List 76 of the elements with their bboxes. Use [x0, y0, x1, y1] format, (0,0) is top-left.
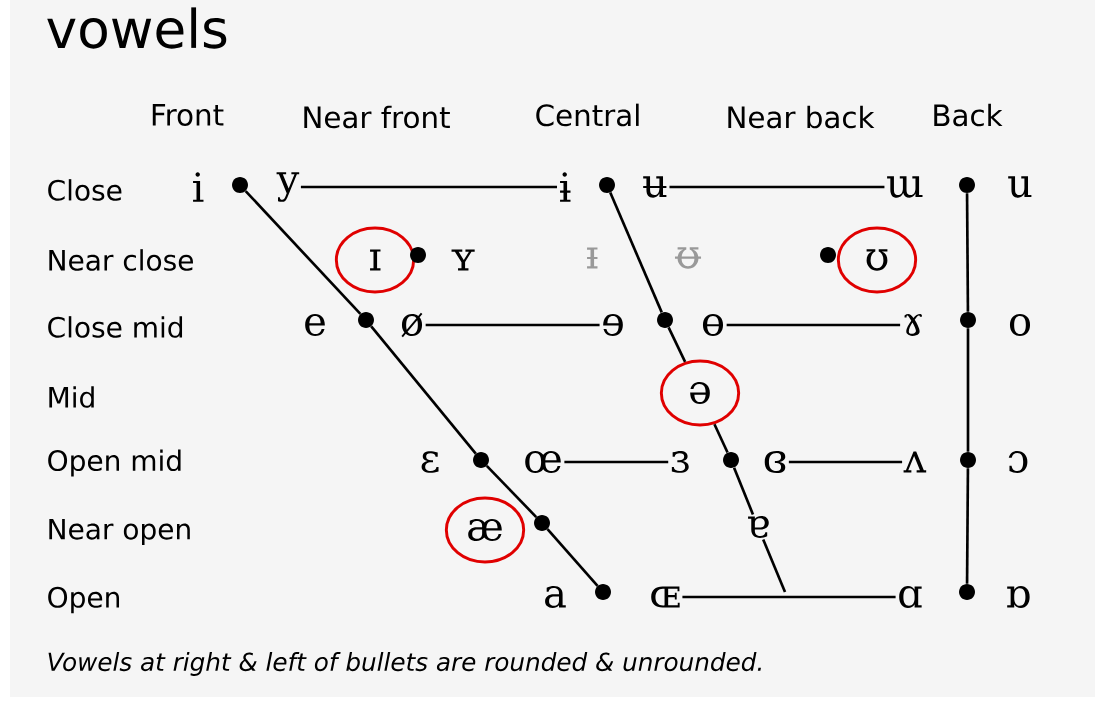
chart-line	[564, 460, 669, 464]
vowel-symbol: ɵ	[702, 314, 724, 336]
vowel-symbol: ɶ	[651, 586, 680, 608]
chart-line	[370, 325, 477, 455]
bullet	[959, 177, 975, 193]
vowel-symbol: ɨ	[560, 172, 571, 202]
bullet	[410, 247, 426, 263]
row-label: Near open	[49, 518, 190, 546]
chart-line	[244, 190, 362, 315]
vowel-symbol: ɑ	[899, 586, 922, 608]
chart-line	[965, 193, 970, 312]
vowel-symbol: y	[276, 172, 300, 202]
vowel-symbol: a	[545, 586, 566, 608]
chart-line	[667, 326, 687, 363]
chart-line	[761, 539, 787, 593]
vowel-symbol: e	[305, 314, 325, 336]
chart-line	[713, 423, 729, 454]
column-header: Near front	[304, 105, 450, 129]
bullet	[959, 584, 975, 600]
chart-line	[300, 185, 557, 189]
column-header: Front	[152, 104, 224, 126]
vowel-symbol: u	[1008, 176, 1032, 198]
vowel-symbol: ʉ	[643, 176, 667, 198]
chart-line	[682, 595, 896, 599]
vowel-symbol: ø	[401, 312, 423, 338]
row-label: Open	[48, 586, 119, 614]
vowel-symbol: ɘ	[603, 314, 623, 336]
circled-vowel: ə	[659, 359, 741, 427]
row-label: Near close	[49, 249, 193, 271]
chart-line	[546, 528, 599, 587]
chart-line	[966, 328, 970, 452]
bullet	[820, 247, 836, 263]
row-label: Open mid	[48, 449, 181, 477]
vowel-symbol: ɛ	[421, 451, 439, 473]
chart-line	[485, 465, 538, 518]
chart-line	[609, 192, 663, 313]
row-label: Close	[48, 179, 122, 201]
bullet	[534, 515, 550, 531]
bullet	[657, 312, 673, 328]
chart-line	[726, 323, 901, 327]
caption: Vowels at right & left of bullets are rounded & unrounded.	[48, 652, 761, 676]
vowel-symbol: ɜ	[671, 451, 689, 473]
vowel-symbol: ɒ	[1007, 586, 1030, 608]
chart-line	[425, 323, 600, 327]
vowel-symbol: o	[1009, 314, 1031, 336]
chart-line	[732, 467, 755, 515]
bullet	[232, 177, 248, 193]
column-header: Back	[934, 103, 1003, 127]
circled-vowel: æ	[444, 496, 526, 564]
vowel-symbol: ɔ	[1008, 451, 1028, 473]
vowel-symbol: ɞ	[764, 451, 786, 473]
circled-vowel: ɪ	[334, 226, 416, 294]
vowel-symbol: ᵿ	[674, 247, 702, 269]
vowel-symbol: ɯ	[887, 176, 923, 198]
bullet	[960, 312, 976, 328]
column-header: Central	[536, 103, 639, 127]
vowel-symbol: ɤ	[904, 314, 922, 336]
chart-line	[965, 468, 970, 584]
bullet	[473, 452, 489, 468]
chart-line	[788, 460, 903, 464]
title: vowels	[47, 7, 227, 49]
row-label: Close mid	[48, 316, 183, 338]
vowel-symbol: œ	[525, 451, 561, 473]
vowel-symbol: ʌ	[903, 451, 927, 473]
bullet	[599, 177, 615, 193]
bullet	[358, 312, 374, 328]
vowel-symbol: ɐ	[748, 516, 769, 538]
circled-vowel: ʊ	[836, 226, 918, 294]
bullet	[723, 452, 739, 468]
row-label: Mid	[49, 386, 94, 408]
bullet	[960, 452, 976, 468]
chart-line	[669, 185, 885, 189]
vowel-symbol: ᵻ	[587, 247, 598, 269]
bullet	[595, 584, 611, 600]
column-header: Near back	[728, 105, 875, 129]
vowel-symbol: ʏ	[451, 249, 475, 271]
